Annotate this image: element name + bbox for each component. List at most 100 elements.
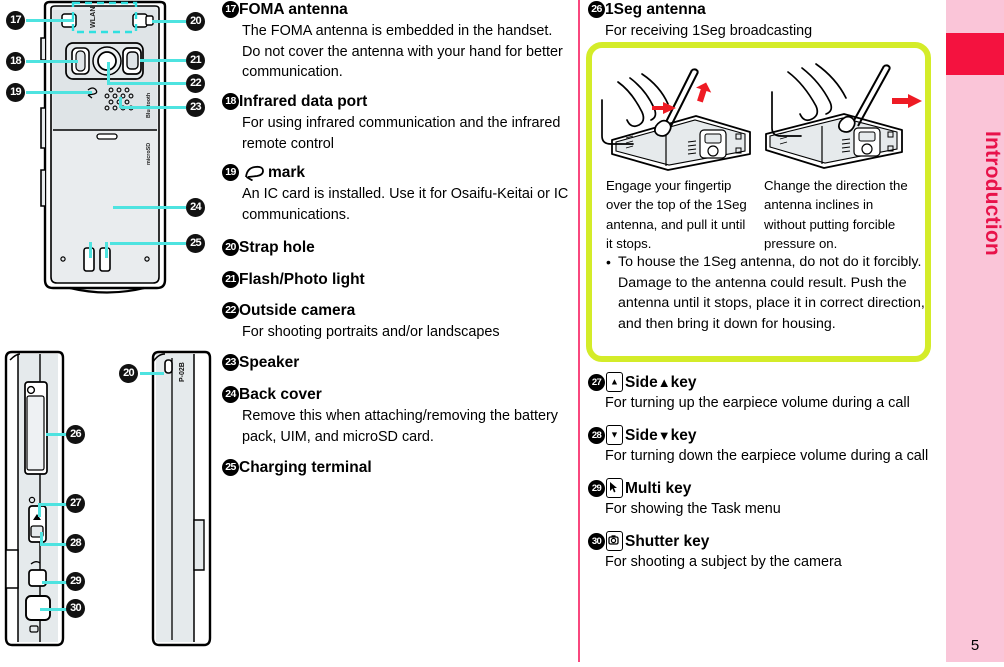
callout-marker-19: 19 xyxy=(6,83,25,102)
felica-mark-icon xyxy=(243,165,265,181)
entry-18-body: For using infrared communication and the… xyxy=(242,115,561,152)
phone-right-side-svg: P-02B xyxy=(151,350,212,647)
callout-marker-28: 28 xyxy=(66,534,85,553)
callout-marker-25: 25 xyxy=(186,234,205,253)
entry-28-heading: 28 ▼ Side ▼ key xyxy=(588,425,938,445)
leader-line-18 xyxy=(26,60,78,63)
entry-20-number: 20 xyxy=(222,239,239,256)
entry-26-number: 26 xyxy=(588,1,605,18)
callout-marker-20: 20 xyxy=(186,12,205,31)
callout-marker-21: 21 xyxy=(186,51,205,70)
entry-30-number: 30 xyxy=(588,532,605,550)
entry-27-title-pre: Side xyxy=(625,373,658,391)
entry-26-title: 1Seg antenna xyxy=(605,1,706,18)
entry-20-title: Strap hole xyxy=(239,239,315,256)
leader-line-22 xyxy=(107,82,186,85)
entry-19-heading: 19 mark xyxy=(222,163,572,182)
leader-line-27v xyxy=(38,503,41,517)
leader-line-23 xyxy=(121,106,186,109)
side-up-key-glyph: ▲ xyxy=(610,376,619,387)
svg-text:Bluetooth: Bluetooth xyxy=(146,93,152,118)
entry-27-heading: 27 ▲ Side ▲ key xyxy=(588,372,938,392)
entry-19-number: 19 xyxy=(222,164,239,181)
leader-line-26 xyxy=(46,433,68,436)
entry-25-title: Charging terminal xyxy=(239,459,372,476)
leader-line-29 xyxy=(42,581,68,584)
entry-17-number: 17 xyxy=(222,1,239,18)
phone-right-side-view-diagram: P-02B xyxy=(148,340,228,662)
entry-28-title-pre: Side xyxy=(625,426,658,444)
entry-30-body: For shooting a subject by the camera xyxy=(605,554,842,570)
entry-19-title: mark xyxy=(268,164,306,181)
entry-26-body: For receiving 1Seg broadcasting xyxy=(605,23,813,39)
entry-28-title-post: key xyxy=(670,426,697,444)
svg-text:WLAN: WLAN xyxy=(88,6,97,28)
leader-line-30 xyxy=(40,608,68,611)
side-up-key-icon: ▲ xyxy=(606,372,623,392)
entry-22-title: Outside camera xyxy=(239,302,356,319)
entry-30-heading: 30 Shutter key xyxy=(588,531,938,551)
section-tab-label: Introduction xyxy=(981,130,1004,256)
leader-line-17 xyxy=(26,19,74,22)
svg-text:microSD: microSD xyxy=(146,143,152,165)
entry-29-heading: 29 Multi key xyxy=(588,478,938,498)
entry-24-number: 24 xyxy=(222,386,239,403)
hand-pull-antenna-svg xyxy=(601,68,751,171)
entry-17-title: FOMA antenna xyxy=(239,1,348,18)
red-arrow-right xyxy=(652,102,676,114)
antenna-housing-note-text: To house the 1Seg antenna, do not do it … xyxy=(618,254,925,332)
phone-back-view-diagram: WLAN Bluetooth xyxy=(0,0,215,300)
leader-line-23v xyxy=(119,97,122,108)
leader-line-20 xyxy=(152,20,186,23)
side-down-key-icon: ▼ xyxy=(606,425,623,445)
entry-18-number: 18 xyxy=(222,93,239,110)
antenna-instructions-box: Engage your fingertip over the top of th… xyxy=(586,42,931,362)
leader-line-28v xyxy=(40,532,43,545)
entry-22-body: For shooting portraits and/or landscapes xyxy=(242,324,500,340)
svg-text:P-02B: P-02B xyxy=(179,362,186,382)
entry-29: 29 Multi key For showing the Task menu xyxy=(588,478,938,520)
entry-19: 19 mark An IC card is installed. Use it … xyxy=(222,163,572,225)
hand-tilt-antenna-svg xyxy=(765,63,922,169)
leader-line-28 xyxy=(40,543,68,546)
leader-line-19 xyxy=(26,91,92,94)
section-tab-marker xyxy=(946,33,1004,75)
entry-28: 28 ▼ Side ▼ key For turning down the ear… xyxy=(588,425,938,467)
leader-line-22v xyxy=(107,62,110,84)
entry-27-title-arrow: ▲ xyxy=(657,374,671,390)
entry-28-body: For turning down the earpiece volume dur… xyxy=(605,448,929,464)
entry-27: 27 ▲ Side ▲ key For turning up the earpi… xyxy=(588,372,938,414)
callout-marker-17: 17 xyxy=(6,11,25,30)
leader-line-24 xyxy=(113,206,186,209)
entry-28-title-arrow: ▼ xyxy=(657,427,671,443)
entry-27-number: 27 xyxy=(588,373,605,391)
page-number: 5 xyxy=(970,637,980,654)
callout-marker-23: 23 xyxy=(186,98,205,117)
callout-marker-22: 22 xyxy=(186,74,205,93)
entry-27-title-post: key xyxy=(670,373,697,391)
callout-marker-20b: 20 xyxy=(119,364,138,383)
entry-22-number: 22 xyxy=(222,302,239,319)
antenna-direction-illustration xyxy=(764,54,924,174)
leader-line-20b xyxy=(140,372,164,375)
entry-25-number: 25 xyxy=(222,459,239,476)
entry-19-body: An IC card is installed. Use it for Osai… xyxy=(242,186,569,223)
section-tab-sidebar: Introduction 5 xyxy=(946,0,1004,662)
phone-left-side-view-diagram xyxy=(0,340,130,662)
red-arrow-right-2 xyxy=(892,94,922,108)
